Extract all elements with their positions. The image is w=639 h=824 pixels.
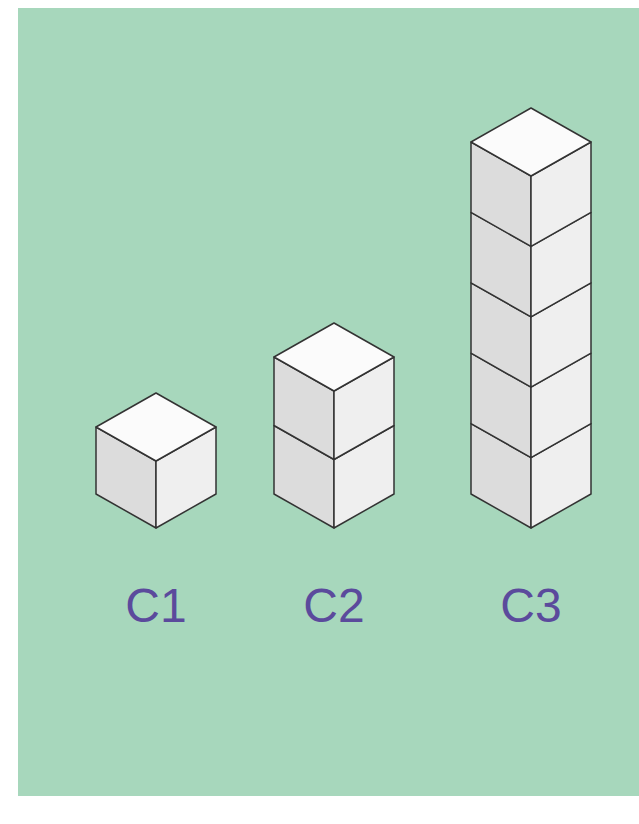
stack-label: C1 [125, 578, 186, 634]
cube-stack [274, 323, 394, 528]
cube-stack [96, 393, 216, 528]
cube-stack [471, 108, 591, 528]
stack-label: C3 [500, 578, 561, 634]
stack-label: C2 [303, 578, 364, 634]
